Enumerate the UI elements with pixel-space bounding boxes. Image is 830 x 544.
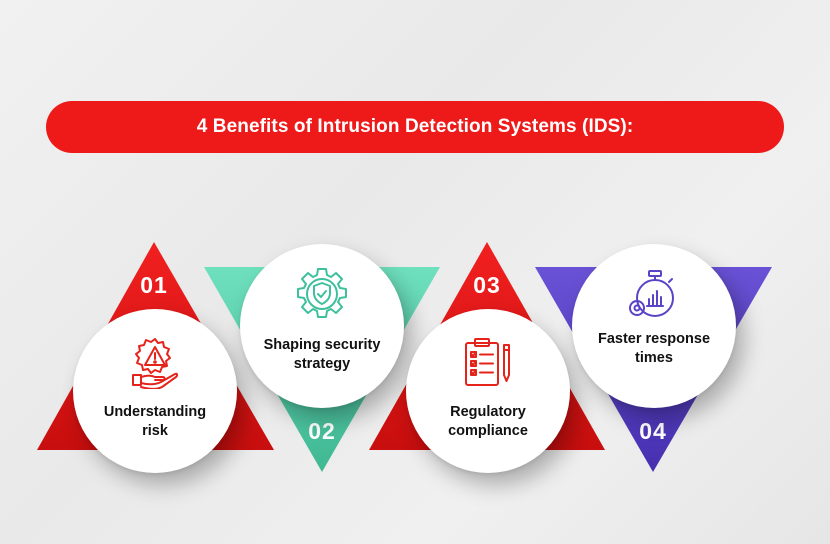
risk-warning-hand-icon — [129, 335, 181, 394]
benefit-label-04: Faster response times — [582, 330, 726, 368]
benefit-number-04: 04 — [639, 418, 667, 444]
stopwatch-chart-icon — [627, 268, 681, 327]
benefit-label-03-line2: compliance — [448, 423, 528, 439]
benefit-label-01: Understanding risk — [83, 403, 227, 441]
checklist-clipboard-icon — [462, 337, 514, 394]
benefit-card-02: Shaping security strategy — [240, 244, 404, 408]
benefit-number-01: 01 — [140, 272, 168, 298]
benefit-card-03: Regulatory compliance — [406, 309, 570, 473]
gear-shield-icon — [294, 266, 350, 327]
benefit-label-03: Regulatory compliance — [416, 403, 560, 441]
benefit-number-02: 02 — [308, 418, 336, 444]
benefit-label-03-line1: Regulatory — [450, 404, 526, 420]
page-title: 4 Benefits of Intrusion Detection System… — [196, 116, 634, 137]
benefit-label-01-line2: risk — [142, 423, 168, 439]
benefit-label-01-line1: Understanding — [103, 404, 207, 420]
benefit-label-04-line2: times — [635, 350, 673, 366]
benefit-label-04-line1: Faster response — [597, 331, 711, 347]
benefit-label-02-line1: Shaping security — [263, 337, 381, 353]
benefit-number-03: 03 — [473, 272, 501, 298]
benefit-label-02-line2: strategy — [293, 356, 351, 372]
benefit-card-01: Understanding risk — [73, 309, 237, 473]
benefit-card-04: Faster response times — [572, 244, 736, 408]
title-banner: 4 Benefits of Intrusion Detection System… — [46, 101, 784, 153]
benefit-label-02: Shaping security strategy — [250, 336, 394, 374]
